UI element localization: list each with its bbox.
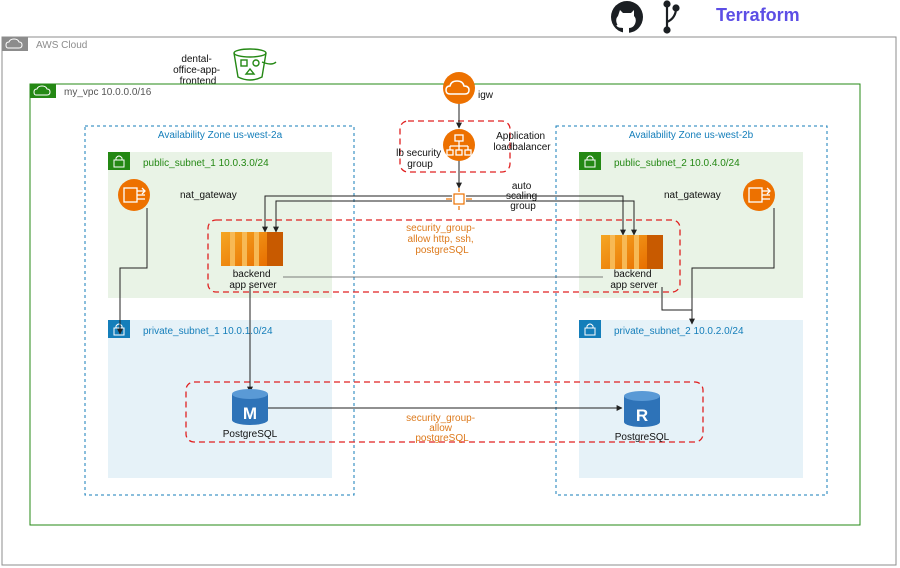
asg-label: auto scaling group xyxy=(506,181,540,212)
nat-gateway-b-label: nat_gateway xyxy=(664,190,721,201)
rds-postgresql-replica: R PostgreSQL xyxy=(615,391,670,443)
public-subnet-1: public_subnet_1 10.0.3.0/24 xyxy=(108,152,332,298)
connectors xyxy=(117,103,775,411)
rds-replica-label: PostgreSQL xyxy=(615,432,670,443)
header-brand: Terraform xyxy=(611,0,800,34)
ec2-backend-b: backend app server xyxy=(601,235,663,291)
database-replica-icon: R xyxy=(624,391,660,427)
nat-gateway-b: nat_gateway xyxy=(664,179,775,211)
internet-gateway: igw xyxy=(443,72,494,104)
az-a-label: Availability Zone us-west-2a xyxy=(158,130,283,141)
ec2-backend-a: backend app server xyxy=(221,232,283,291)
igw-label: igw xyxy=(478,90,494,101)
public-subnet-1-label: public_subnet_1 10.0.3.0/24 xyxy=(143,158,269,169)
ec2-instance-icon xyxy=(221,232,283,266)
igw-cloud-icon xyxy=(445,80,470,95)
nat-gateway-a: nat_gateway xyxy=(118,179,237,211)
rds-master-label: PostgreSQL xyxy=(223,429,278,440)
lock-icon xyxy=(113,323,125,336)
github-icon xyxy=(611,1,643,33)
svg-text:R: R xyxy=(636,406,648,425)
auto-scaling-icon xyxy=(446,188,472,210)
rds-postgresql-master: M PostgreSQL xyxy=(223,389,278,440)
az-b-label: Availability Zone us-west-2b xyxy=(629,130,754,141)
vpc-label: my_vpc 10.0.0.0/16 xyxy=(64,87,152,98)
db-security-group-label: security_group- allow postgreSQL xyxy=(406,413,478,444)
terraform-title: Terraform xyxy=(716,5,800,25)
git-branch-icon xyxy=(663,0,680,34)
private-subnet-1-label: private_subnet_1 10.0.1.0/24 xyxy=(143,326,273,337)
s3-bucket-frontend: dental- office-app- frontend xyxy=(173,48,277,87)
private-subnet-1: private_subnet_1 10.0.1.0/24 xyxy=(108,320,332,478)
s3-bucket-icon xyxy=(233,48,277,81)
app-security-group-box xyxy=(207,219,681,293)
ec2-backend-b-label: backend app server xyxy=(610,269,658,291)
lock-icon xyxy=(584,155,596,168)
lock-icon xyxy=(584,323,596,336)
public-subnet-2: public_subnet_2 10.0.4.0/24 xyxy=(579,152,803,298)
vpc-cloud-icon xyxy=(33,85,51,96)
lb-sg-label: lb security group xyxy=(396,148,444,170)
ec2-backend-a-label: backend app server xyxy=(229,269,277,291)
app-security-group-label: security_group- allow http, ssh, postgre… xyxy=(406,223,478,256)
public-subnet-2-label: public_subnet_2 10.0.4.0/24 xyxy=(614,158,740,169)
svg-text:M: M xyxy=(243,404,257,423)
private-subnet-2: private_subnet_2 10.0.2.0/24 xyxy=(579,320,803,478)
az-us-west-2b: Availability Zone us-west-2b xyxy=(555,125,828,496)
aws-cloud-label: AWS Cloud xyxy=(36,40,87,51)
aws-cloud-group: AWS Cloud xyxy=(1,36,897,566)
cloud-icon xyxy=(5,38,23,49)
s3-bucket-label: dental- office-app- frontend xyxy=(173,54,223,87)
az-us-west-2a: Availability Zone us-west-2a xyxy=(84,125,355,496)
application-load-balancer: Application loadbalancer lb security gro… xyxy=(396,129,551,170)
ec2-instance-icon xyxy=(601,235,663,269)
private-subnet-2-label: private_subnet_2 10.0.2.0/24 xyxy=(614,326,744,337)
load-balancer-icon xyxy=(446,134,472,156)
lb-security-group-box xyxy=(399,120,511,173)
db-security-group-box xyxy=(185,381,704,443)
alb-label: Application loadbalancer xyxy=(493,131,551,153)
nat-gateway-a-label: nat_gateway xyxy=(180,190,237,201)
nat-gateway-icon xyxy=(123,187,146,203)
lock-icon xyxy=(113,155,125,168)
auto-scaling-group: auto scaling group xyxy=(446,181,540,212)
database-master-icon: M xyxy=(232,389,268,425)
nat-gateway-icon xyxy=(748,187,771,203)
